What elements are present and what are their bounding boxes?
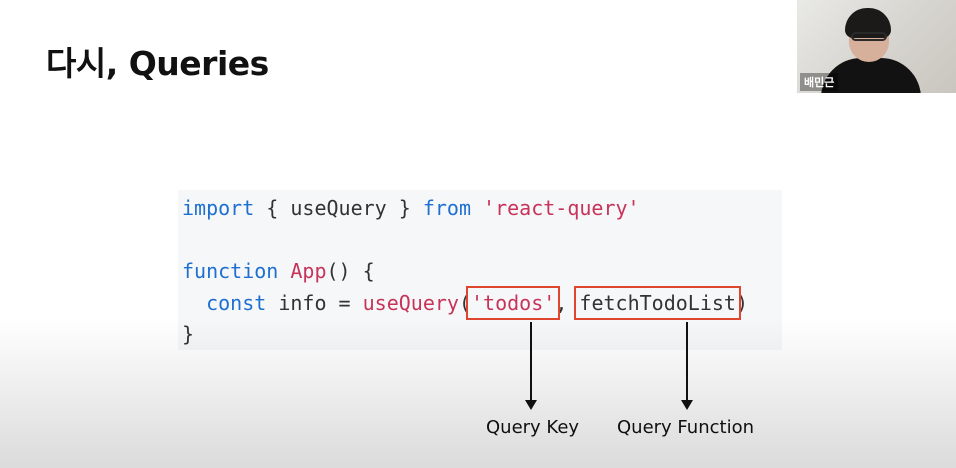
import-space [471,196,483,220]
code-block: import { useQuery } from 'react-query' f… [178,190,782,350]
code-line-import: import { useQuery } from 'react-query' [182,195,640,221]
code-indent [182,291,206,315]
import-brace-close: } [386,196,423,220]
query-key-label: Query Key [486,417,580,438]
slide-title: 다시, Queries [46,44,269,83]
function-keyword: function [182,259,279,283]
usequery-call: useQuery [362,291,459,315]
glasses-icon [851,32,887,41]
import-module-string: 'react-query' [483,196,640,220]
query-key-arrow-head-icon [525,400,537,410]
code-line-closing-brace: } [182,321,194,347]
function-space [278,259,290,283]
import-hook-name: useQuery [290,196,387,220]
argument-comma: , [555,291,580,315]
import-brace-open: { [254,196,291,220]
query-function-highlight: fetchTodoList [574,286,741,320]
speaker-name-tag: 배민근 [800,73,839,91]
function-name: App [290,259,327,283]
closing-brace: } [182,322,195,346]
import-keyword: import [182,196,255,220]
const-keyword: const [206,291,267,315]
function-signature-rest: () { [326,259,375,283]
paren-close: ) [735,291,748,315]
query-key-highlight: 'todos' [465,286,561,320]
speaker-webcam: 배민근 [797,0,956,93]
from-keyword: from [422,196,471,220]
query-function-arrow-head-icon [681,400,693,410]
code-line-usequery: const info = useQuery('todos', fetchTodo… [182,286,748,320]
query-function-arrow-line [686,322,688,400]
code-line-function: function App() { [182,258,375,284]
query-key-arrow-line [530,322,532,400]
paren-open: ( [458,291,472,315]
query-function-label: Query Function [617,417,754,438]
assignment-text: info = [266,291,363,315]
